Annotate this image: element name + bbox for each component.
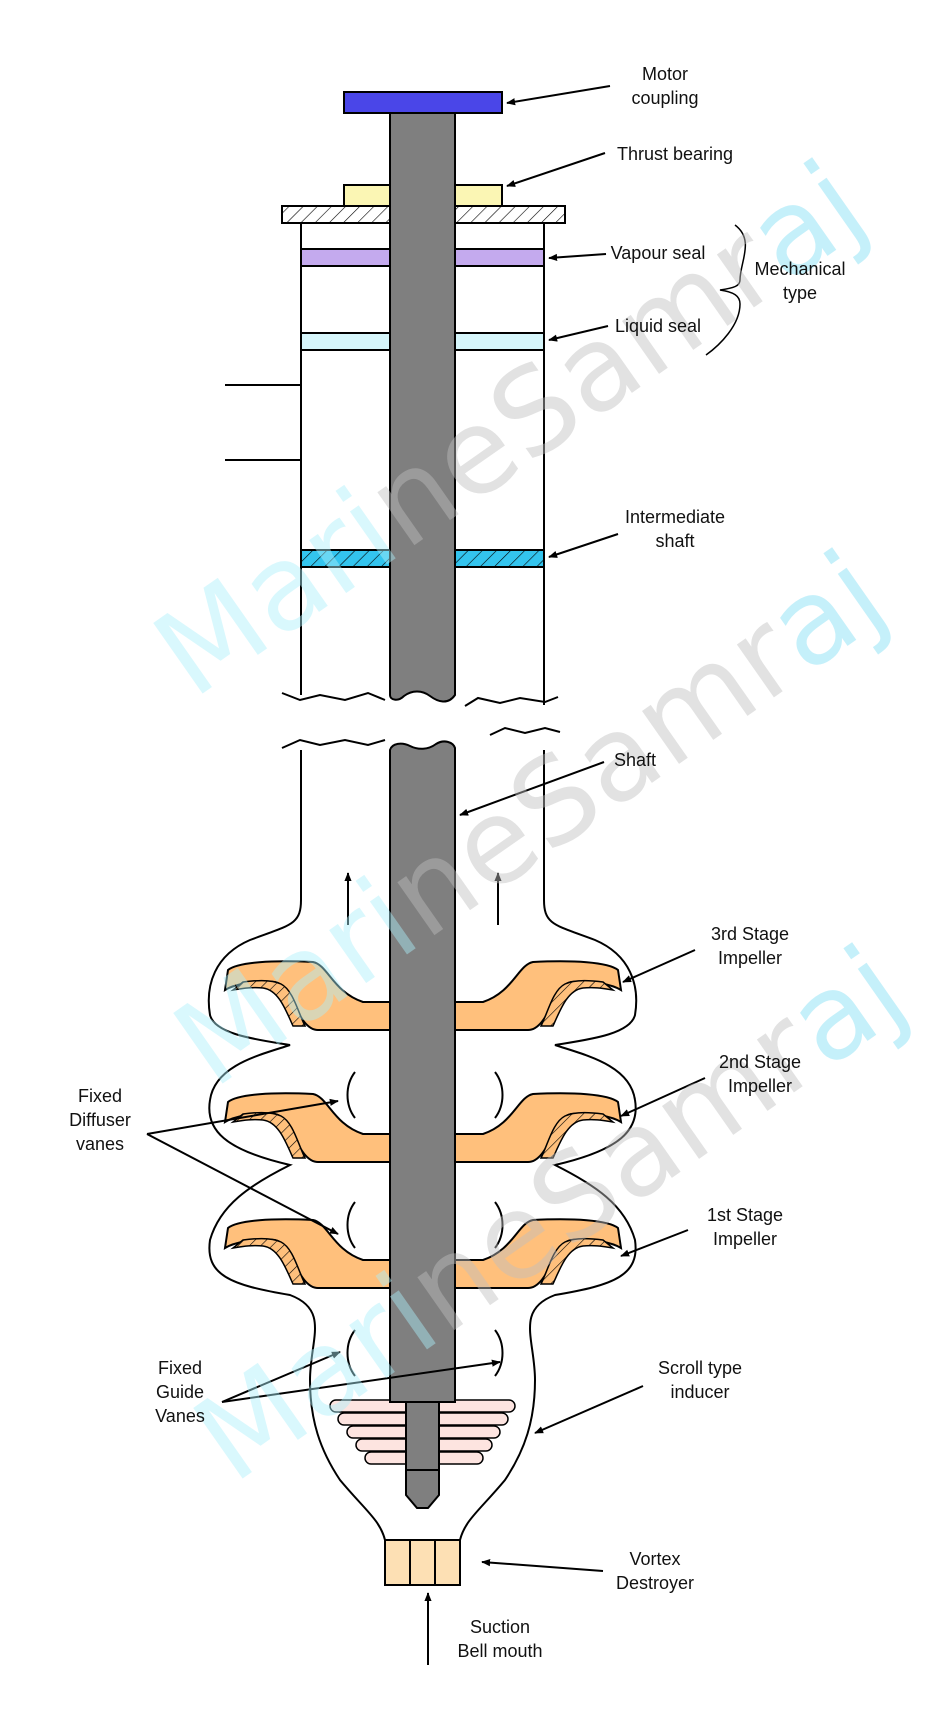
leader-arrows	[146, 85, 706, 1572]
vapour-seal-right	[454, 248, 545, 267]
flow-arrows	[344, 872, 502, 1665]
mechanical-type-brace	[705, 224, 747, 356]
lower-casing	[207, 750, 638, 1541]
liquid-seal-right	[454, 332, 545, 351]
liquid-seal-left	[300, 332, 391, 351]
label-liquid-seal: Liquid seal	[614, 316, 702, 336]
label-vapour-seal: Vapour seal	[610, 243, 706, 263]
break-lines	[281, 691, 561, 749]
label-thrust-bearing: Thrust bearing	[616, 144, 734, 164]
motor-coupling	[343, 91, 503, 114]
upper-casing	[225, 222, 545, 705]
thrust-bearing-left	[343, 184, 391, 207]
intermediate-bearing-left	[300, 549, 391, 568]
shaft	[389, 111, 456, 1509]
label-shaft: Shaft	[613, 750, 657, 770]
intermediate-bearing-right	[454, 549, 545, 568]
thrust-bearing-right	[454, 184, 503, 207]
fixed-vanes	[346, 1071, 504, 1377]
vapour-seal-left	[300, 248, 391, 267]
vortex-destroyer	[384, 1539, 461, 1586]
